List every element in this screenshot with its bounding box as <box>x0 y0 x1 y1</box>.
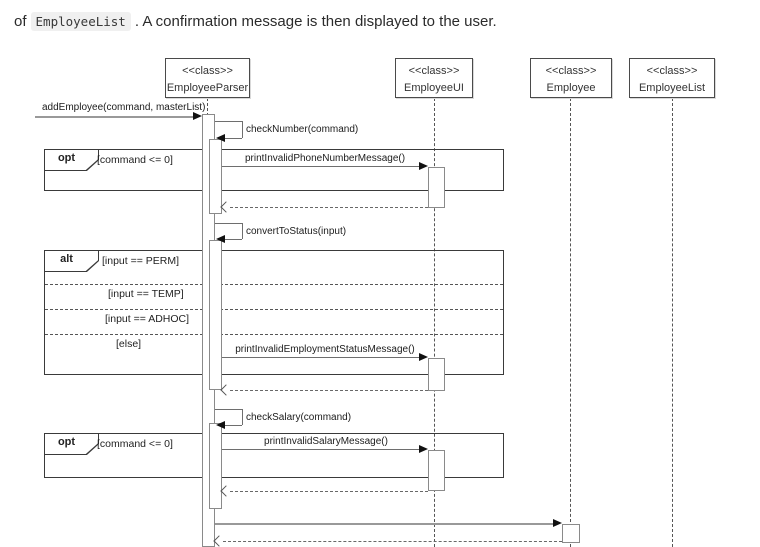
arrowhead-printinvalidphone <box>419 162 428 170</box>
self-arrow-converttostatus-top <box>215 223 242 224</box>
lifeline-header-employeelist: <<class>> EmployeeList <box>629 58 715 98</box>
activation-employeeui-1 <box>428 167 445 208</box>
message-label-addemployee: addEmployee(command, masterList) <box>42 102 206 113</box>
alt-section-label: [input == ADHOC] <box>105 313 190 325</box>
arrow-printinvalidphone <box>222 166 420 167</box>
opt-frame-phone: opt [command <= 0] <box>44 149 504 191</box>
activation-employee <box>562 524 580 543</box>
return-arrow-2 <box>230 390 428 391</box>
message-label-converttostatus: convertToStatus(input) <box>246 226 347 237</box>
lifeline-employeeui <box>434 98 435 547</box>
opt-frame-salary: opt [command <= 0] <box>44 433 504 478</box>
lifeline-header-employeeparser: <<class>> EmployeeParser <box>165 58 250 98</box>
return-arrow-1 <box>230 207 428 208</box>
arrowhead-printinvalidstatus <box>419 353 428 361</box>
intro-prefix: of <box>14 13 27 30</box>
arrow-addemployee <box>35 116 194 118</box>
alt-section-label: [else] <box>116 338 142 350</box>
frame-operator-label: opt <box>57 436 76 448</box>
arrowhead-checksalary <box>216 421 225 429</box>
frame-tab-fill <box>45 251 98 271</box>
arrowhead-addemployee <box>193 112 202 120</box>
self-arrow-checknumber-bottom <box>225 138 242 139</box>
arrow-to-employee <box>215 523 553 525</box>
self-arrow-converttostatus-side <box>242 223 243 239</box>
alt-frame-status: alt [input == PERM] [input == TEMP] [inp… <box>44 250 504 375</box>
guard-label: [input == PERM] <box>102 255 180 267</box>
return-arrowhead-3 <box>220 485 232 497</box>
return-arrowhead-1 <box>220 201 232 213</box>
self-arrow-checksalary-bottom <box>225 425 242 426</box>
return-arrow-4 <box>223 541 562 542</box>
message-label-printinvalidsalary: printInvalidSalaryMessage() <box>264 436 388 447</box>
self-arrow-converttostatus-bottom <box>225 239 242 240</box>
alt-divider <box>45 309 503 310</box>
lifeline-header-employeeui: <<class>> EmployeeUI <box>395 58 473 98</box>
frame-operator-tab: opt <box>44 149 99 171</box>
message-label-checksalary: checkSalary(command) <box>246 412 352 423</box>
class-name-label: EmployeeParser <box>166 81 249 94</box>
message-label-printinvalidstatus: printInvalidEmploymentStatusMessage() <box>235 344 415 355</box>
arrowhead-checknumber <box>216 134 225 142</box>
code-chip-employeelist: EmployeeList <box>30 12 131 31</box>
arrowhead-converttostatus <box>216 235 225 243</box>
activation-employeeparser-nested-1 <box>209 139 222 214</box>
class-name-label: EmployeeUI <box>404 81 464 94</box>
stereotype-label: <<class>> <box>545 65 597 77</box>
return-arrowhead-4 <box>213 535 225 547</box>
frame-tab-fill <box>45 434 98 454</box>
frame-operator-label: alt <box>60 253 73 265</box>
return-arrow-3 <box>230 491 428 492</box>
return-arrowhead-2 <box>220 384 232 396</box>
arrow-printinvalidsalary <box>222 449 420 450</box>
message-label-checknumber: checkNumber(command) <box>246 124 359 135</box>
stereotype-label: <<class>> <box>182 65 233 77</box>
frame-operator-tab: alt <box>44 250 99 272</box>
activation-employeeui-2 <box>428 358 445 391</box>
frame-tab-fill <box>45 150 98 170</box>
lifeline-employee <box>570 98 571 547</box>
stereotype-label: <<class>> <box>408 65 460 77</box>
self-arrow-checknumber-top <box>215 121 242 122</box>
guard-label: [command <= 0] <box>97 438 173 450</box>
frame-operator-label: opt <box>57 152 76 164</box>
class-name-label: Employee <box>546 81 596 94</box>
activation-employeeparser-nested-3 <box>209 423 222 509</box>
alt-divider <box>45 284 503 285</box>
arrow-printinvalidstatus <box>222 357 420 358</box>
self-arrow-checksalary-top <box>215 409 242 410</box>
frame-operator-tab: opt <box>44 433 99 455</box>
activation-employeeparser-nested-2 <box>209 240 222 390</box>
lifeline-employeelist <box>672 98 673 547</box>
message-label-printinvalidphone: printInvalidPhoneNumberMessage() <box>244 153 406 164</box>
class-name-label: EmployeeList <box>638 81 706 94</box>
self-arrow-checknumber-side <box>242 121 243 138</box>
activation-employeeui-3 <box>428 450 445 491</box>
alt-section-label: [input == TEMP] <box>108 288 184 300</box>
guard-label: [command <= 0] <box>97 154 173 166</box>
arrowhead-printinvalidsalary <box>419 445 428 453</box>
stereotype-label: <<class>> <box>646 65 698 77</box>
self-arrow-checksalary-side <box>242 409 243 425</box>
intro-suffix: . A confirmation message is then display… <box>134 13 497 30</box>
lifeline-header-employee: <<class>> Employee <box>530 58 612 98</box>
alt-divider <box>45 334 503 335</box>
arrowhead-to-employee <box>553 519 562 527</box>
